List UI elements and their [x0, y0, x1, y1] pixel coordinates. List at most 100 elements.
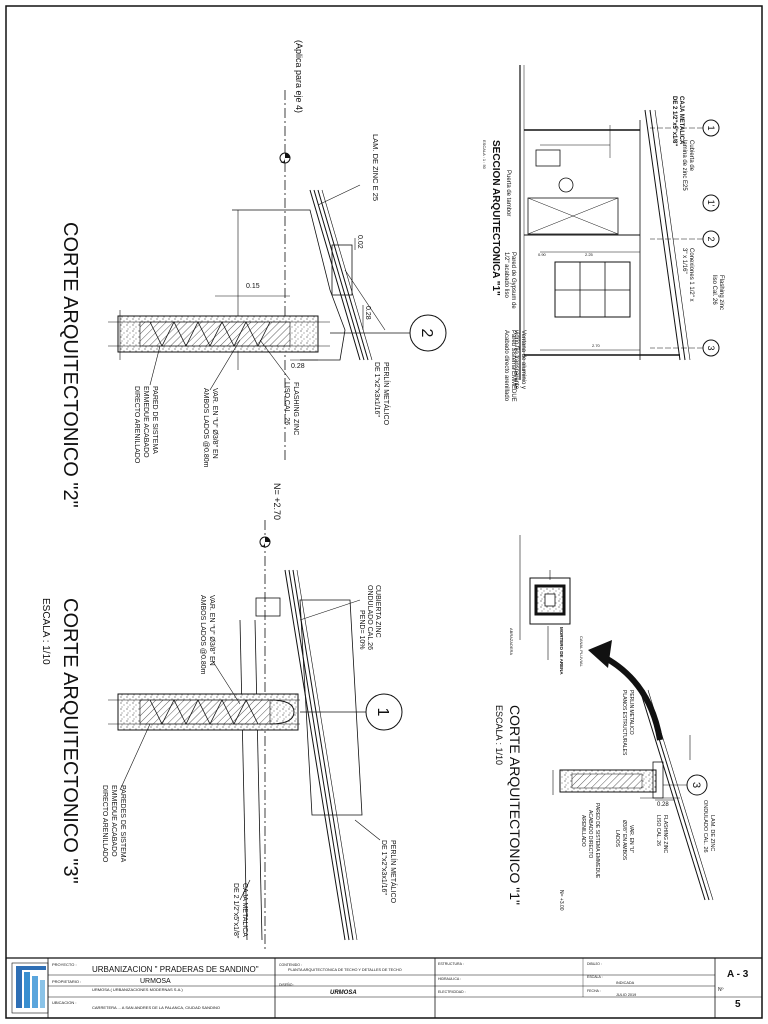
dim-b: 2.25 [585, 252, 594, 257]
escala-value: INDICADA [616, 981, 635, 985]
dim-c: 2.70 [592, 343, 601, 348]
corte-1-detail: 3 CORTE ARQUITECTONICO "1" ESCALA : 1/10… [494, 535, 715, 911]
pared-label-2: EMMEDUE ACABADO [142, 386, 149, 458]
perlin-label-2: PLANOS ESTRUCTURALES [621, 690, 627, 756]
dim-002: 0.02 [356, 235, 363, 249]
ubicacion-label: UBICACION : [52, 1000, 76, 1005]
fecha-label: FECHA : [587, 989, 601, 993]
corte-1-scale: ESCALA : 1/10 [494, 705, 504, 765]
var-label-1: VAR. EN "U" Ø3/8" EN [208, 595, 215, 666]
var-label-2: AMBOS LADOS @0.80m [199, 595, 206, 675]
sheet-label: Nº [718, 987, 724, 993]
perlin-label-1: PERLÍN METÁLICO [382, 362, 391, 426]
dim-028b: 0.28 [291, 363, 305, 370]
proyecto-label: PROYECTO : [52, 962, 77, 967]
cubierta-label-2: ONDULADO CAL.26 [366, 585, 373, 650]
axis-bubble [365, 693, 403, 731]
perlin-label-2: DE 1"x2"x3x1/16" [380, 840, 387, 895]
diseno-label: DISEÑO : [279, 982, 294, 987]
title-block: PROYECTO : URBANIZACION " PRADERAS DE SA… [11, 958, 762, 1018]
level-label: N= +3.00 [558, 890, 564, 911]
perlin-label-1: PERLIN METALICO [628, 690, 634, 735]
caja-label-2: DE 2 1/2"x5"x1/8" [232, 883, 239, 939]
flashing-label-2: LISO CAL. 26 [283, 382, 290, 425]
pared-sis-label-2: Acabado directo arenillado [503, 330, 509, 402]
var-label-1: VAR. EN "U" [628, 825, 634, 853]
cubierta-label-1: CUBIERTA ZINC [374, 585, 381, 638]
axis-bubble-1p [702, 194, 720, 212]
escala-label: ESCALA : [587, 975, 603, 979]
detail-label-2: MORTERO DE ARENA [559, 627, 564, 675]
company-logo [11, 962, 49, 1014]
cubierta-label-1: Cubierta de [688, 140, 694, 172]
flashing-label-1: Flashing zinc [718, 275, 724, 310]
cubierta-label-3: PEND= 10% [358, 610, 365, 650]
propietario-label: PROPIETARIO : [52, 979, 81, 984]
axis-label-1p: 1' [706, 200, 716, 207]
estructura-label: ESTRUCTURA : [438, 962, 464, 966]
lam-zinc-label: LAM. DE ZINC E 25 [371, 134, 380, 201]
var-label-1: VAR. EN "U" Ø3/8" EN [211, 388, 218, 459]
flashing-label-2: LISO CAL. 26 [655, 815, 661, 846]
fecha-value: JULIO 2019 [616, 993, 636, 997]
propietario-value: URMOSA [140, 978, 171, 985]
corte-1-title: CORTE ARQUITECTONICO "1" [507, 705, 523, 905]
caja-label-1: CAJA METALICA [678, 96, 684, 145]
door [527, 197, 619, 235]
axis-label: 2 [418, 329, 435, 338]
axis-label-2: 2 [706, 236, 716, 241]
pared-label-2: ACABADO DIRECTO [587, 810, 593, 858]
pared-label-3: DIRECTO ARENILLADO [101, 785, 108, 863]
sheet-code: A - 3 [727, 969, 749, 980]
window [554, 261, 631, 318]
ubicacion-value: CARRETERA ... A SAN ANDRES DE LA PALANCA… [92, 1005, 220, 1010]
conexion-label-2: 3" x 1/16" [681, 248, 687, 274]
dibujo-label: DIBUJO : [587, 962, 602, 966]
pared-label-1: PAREDES DE SISTEMA [119, 785, 126, 863]
level-label: N= +2.70 [272, 483, 282, 520]
contenido-value: PLANTA ARQUITECTONICA DE TECHO Y DETALLE… [288, 968, 402, 972]
ventana-label-2: vidrio fijo transparente [513, 330, 519, 390]
corte-2-detail: 2 CORTE ARQUITECTONICO "2" (Aplica para … [59, 40, 447, 508]
axis-label: 3 [690, 782, 702, 788]
hidraulica-label: HIDRAULICA : [438, 977, 461, 981]
contenido-label: CONTENIDO : [279, 963, 302, 967]
ventana-label-1: Ventana de aluminio y [520, 330, 526, 389]
dim-028a: 0.28 [364, 306, 371, 320]
corte-2-title: CORTE ARQUITECTONICO "2" [59, 222, 81, 508]
puerta-label: Puerta de tambor [505, 170, 511, 216]
seccion-1-detail: 1 1' 2 3 SECCION ARQUITECTONICA "1" ESCA… [482, 65, 724, 402]
pared-label-1: PARED DE SISTEMA [151, 386, 158, 454]
axis-bubble [409, 314, 447, 352]
axis-label-1: 1 [706, 125, 716, 130]
dim-a: 0.90 [538, 252, 547, 257]
caja-label-2: DE 2 1/2"x5"x1/8" [671, 96, 677, 146]
propietario-sub: URMOSA ( URBANIZACIONES MODERNAS S.A.) [92, 987, 183, 992]
seccion-1-title: SECCION ARQUITECTONICA "1" [490, 140, 501, 296]
diseno-value: URMOSA [330, 990, 357, 996]
corte-3-scale: ESCALA : 1/10 [40, 598, 51, 665]
caja-label-1: CAJA METALICA [241, 883, 248, 937]
corte-3-detail: 1 CORTE ARQUITECTONICO "3" ESCALA : 1/10… [40, 483, 403, 950]
axis-label: 1 [374, 708, 391, 717]
callout-arrow [598, 652, 663, 741]
proyecto-value: URBANIZACION " PRADERAS DE SANDINO" [92, 965, 259, 974]
lam-label-1: LAM. DE ZINC [709, 815, 715, 851]
seccion-1-scale: ESCALA : 1 : 50 [482, 140, 487, 170]
pared-sis-label-1: Pared Sistema EMMEDUE [510, 330, 516, 402]
var-label-2: Ø3/8" EN AMBOS [621, 820, 627, 861]
pared-label-2: EMMEDUE ACABADO [110, 785, 117, 857]
electricidad-label: ELECTRICIDAD : [438, 990, 466, 994]
dim-028: 0.28 [657, 802, 669, 808]
perlin-label-2: DE 1"x2"x3x1/16" [373, 362, 380, 417]
cubierta-label-2: lamina de zinc E25 [681, 140, 687, 191]
axis-label-3: 3 [706, 345, 716, 350]
pared-label-3: DIRECTO ARENILLADO [133, 386, 140, 464]
pared-gyp-label-1: Pared de Gypsum de [510, 252, 516, 309]
pared-label-3: ARENILLADO [580, 815, 586, 847]
flashing-label-2: liso Cal. 26 [711, 275, 717, 305]
corte-3-title: CORTE ARQUITECTONICO "3" [59, 598, 81, 884]
pared-label-1: PARED DE SISTEMA EMMEDUE [594, 803, 600, 879]
var-label-2: AMBOS LADOS @0.80m [202, 388, 209, 468]
